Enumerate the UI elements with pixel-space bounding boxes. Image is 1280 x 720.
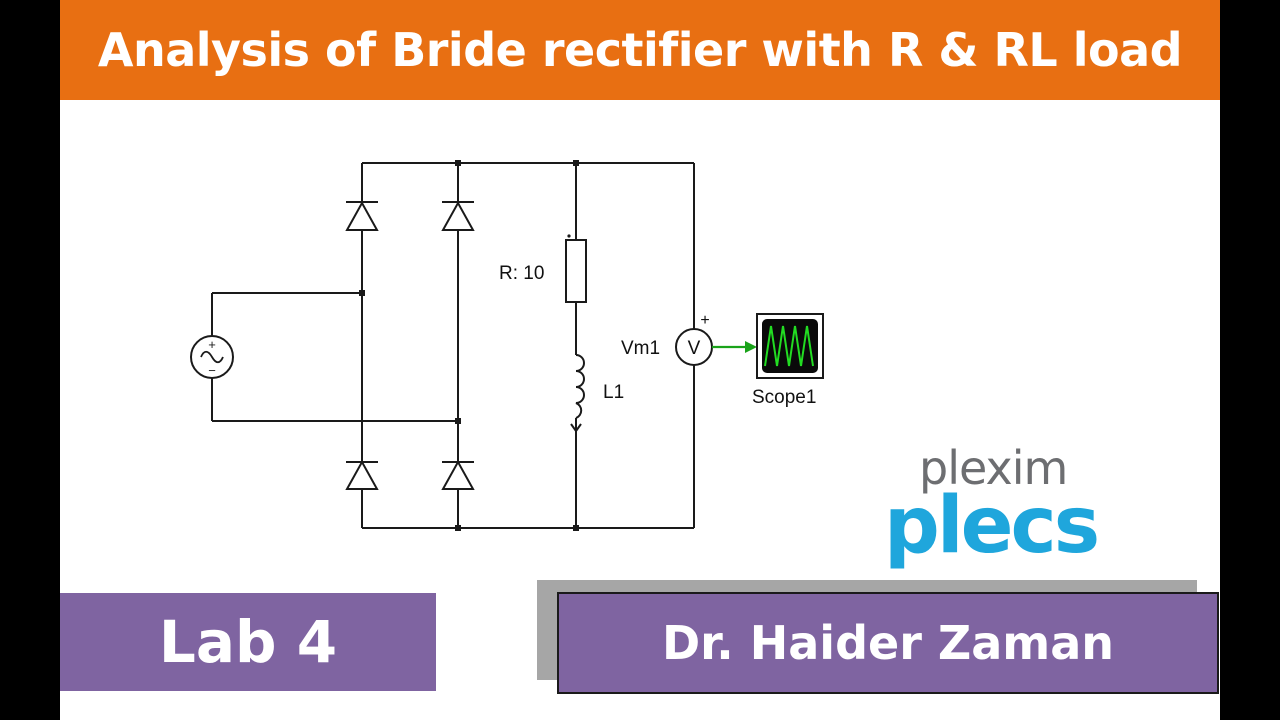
junction-dots	[359, 160, 579, 531]
ac-source: + −	[190, 335, 234, 379]
resistor	[565, 234, 587, 303]
voltmeter: V +	[675, 312, 713, 366]
author-name: Dr. Haider Zaman	[661, 616, 1115, 670]
plexim-plecs-logo: plexim plecs	[884, 441, 1100, 570]
lab-number-box: Lab 4	[60, 593, 436, 691]
source-minus-sign: −	[208, 363, 216, 378]
title-bar: Analysis of Bride rectifier with R & RL …	[60, 0, 1220, 100]
scope-label: Scope1	[752, 387, 816, 408]
inductor-label: L1	[603, 382, 624, 403]
diode-d2	[441, 200, 475, 231]
resistor-label: R: 10	[499, 263, 544, 284]
plexim-brand-text: plexim	[919, 441, 1067, 495]
signal-wire	[712, 341, 757, 353]
author-box: Dr. Haider Zaman	[557, 592, 1219, 694]
lab-number-label: Lab 4	[158, 608, 338, 676]
voltmeter-symbol: V	[688, 338, 701, 359]
inductor	[570, 354, 585, 433]
diode-d1	[345, 200, 379, 231]
plecs-product-text: plecs	[884, 481, 1097, 570]
scope-icon	[756, 313, 824, 379]
bridge-rectifier-schematic: + − R: 10 L1 V + Vm1	[190, 160, 824, 531]
voltmeter-plus-sign: +	[700, 312, 709, 329]
diode-d3	[345, 459, 379, 490]
slide-canvas: Analysis of Bride rectifier with R & RL …	[60, 0, 1220, 720]
slide-title: Analysis of Bride rectifier with R & RL …	[97, 23, 1183, 77]
voltmeter-label: Vm1	[621, 338, 660, 359]
source-plus-sign: +	[208, 337, 216, 352]
diode-d4	[441, 459, 475, 490]
